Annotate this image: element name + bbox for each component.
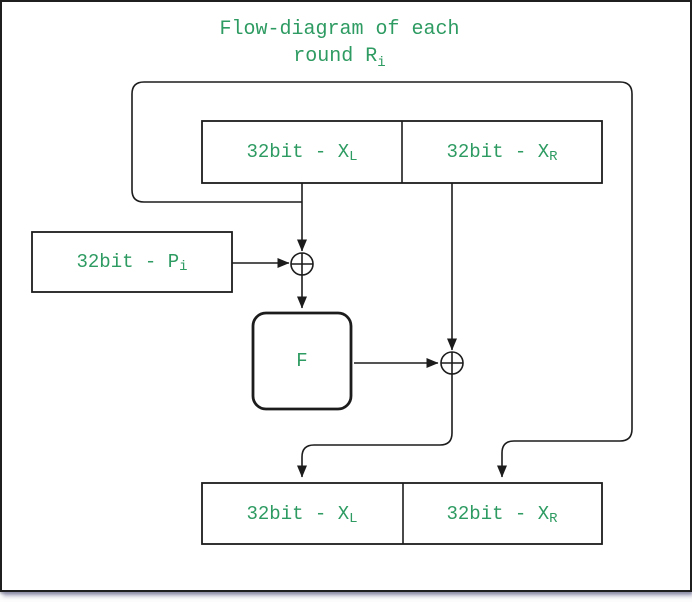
f-function-box (251, 311, 353, 411)
diagram-title-line1: Flow-diagram of each (219, 18, 460, 41)
subkey-box (31, 231, 233, 293)
diagram-title-line2: round Ri (293, 45, 386, 71)
swap-loop-connector (131, 81, 633, 478)
xor-icon (440, 351, 464, 375)
flow-diagram-canvas (31, 81, 633, 545)
xor-icon (290, 252, 314, 276)
diagram-title: Flow-diagram of each round Ri (2, 16, 677, 72)
xor2-to-bottom-xl-arrow (297, 374, 453, 478)
bottom-register-box (201, 482, 603, 545)
